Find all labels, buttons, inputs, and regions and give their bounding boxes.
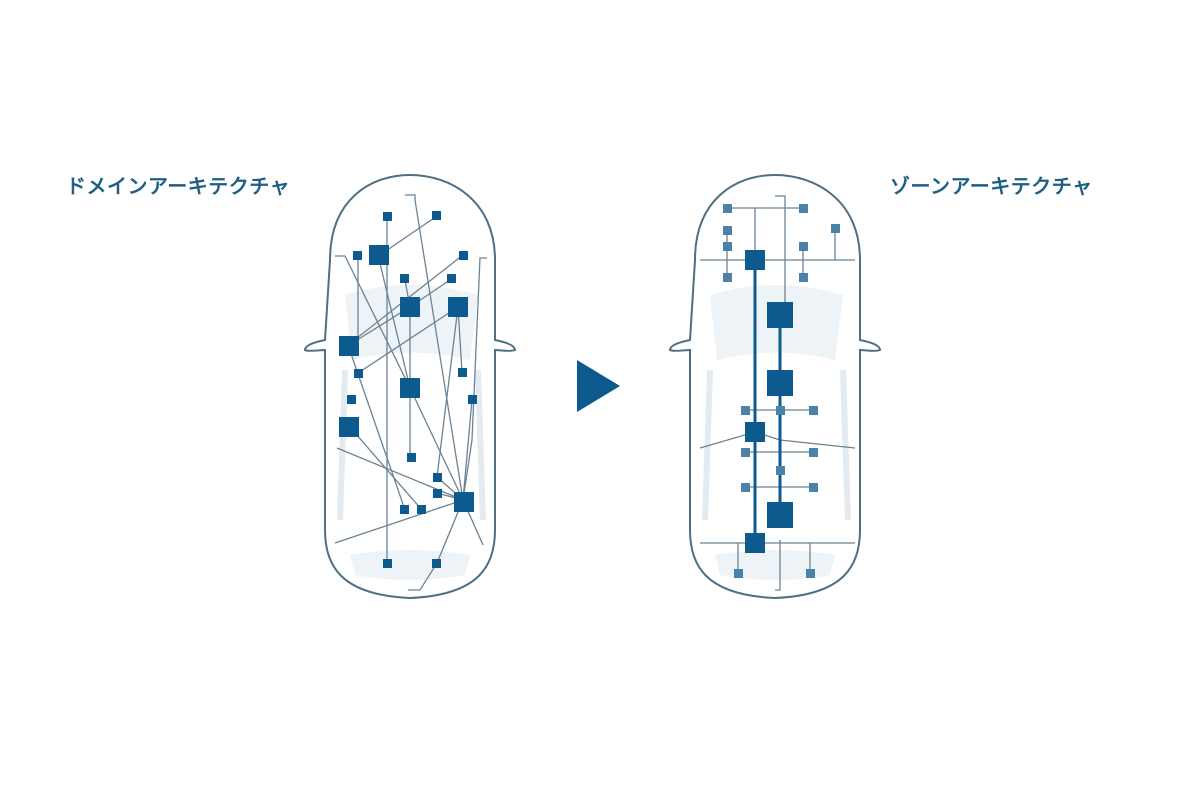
- domain-car: [303, 173, 517, 600]
- rear-window: [350, 550, 470, 580]
- rear-window: [715, 550, 835, 580]
- point-to-point-wiring: [334, 194, 487, 591]
- domain-architecture-title: ドメインアーキテクチャ: [66, 174, 291, 198]
- zone-peripheral-nodes: [723, 204, 840, 578]
- zone-architecture-title: ゾーンアーキテクチャ: [890, 174, 1093, 198]
- windshield: [345, 285, 478, 360]
- zone-ecu-nodes: [745, 250, 793, 553]
- domain-ecu-nodes: [339, 211, 477, 568]
- zone-car: [668, 173, 882, 600]
- play-triangle-icon: [577, 360, 620, 412]
